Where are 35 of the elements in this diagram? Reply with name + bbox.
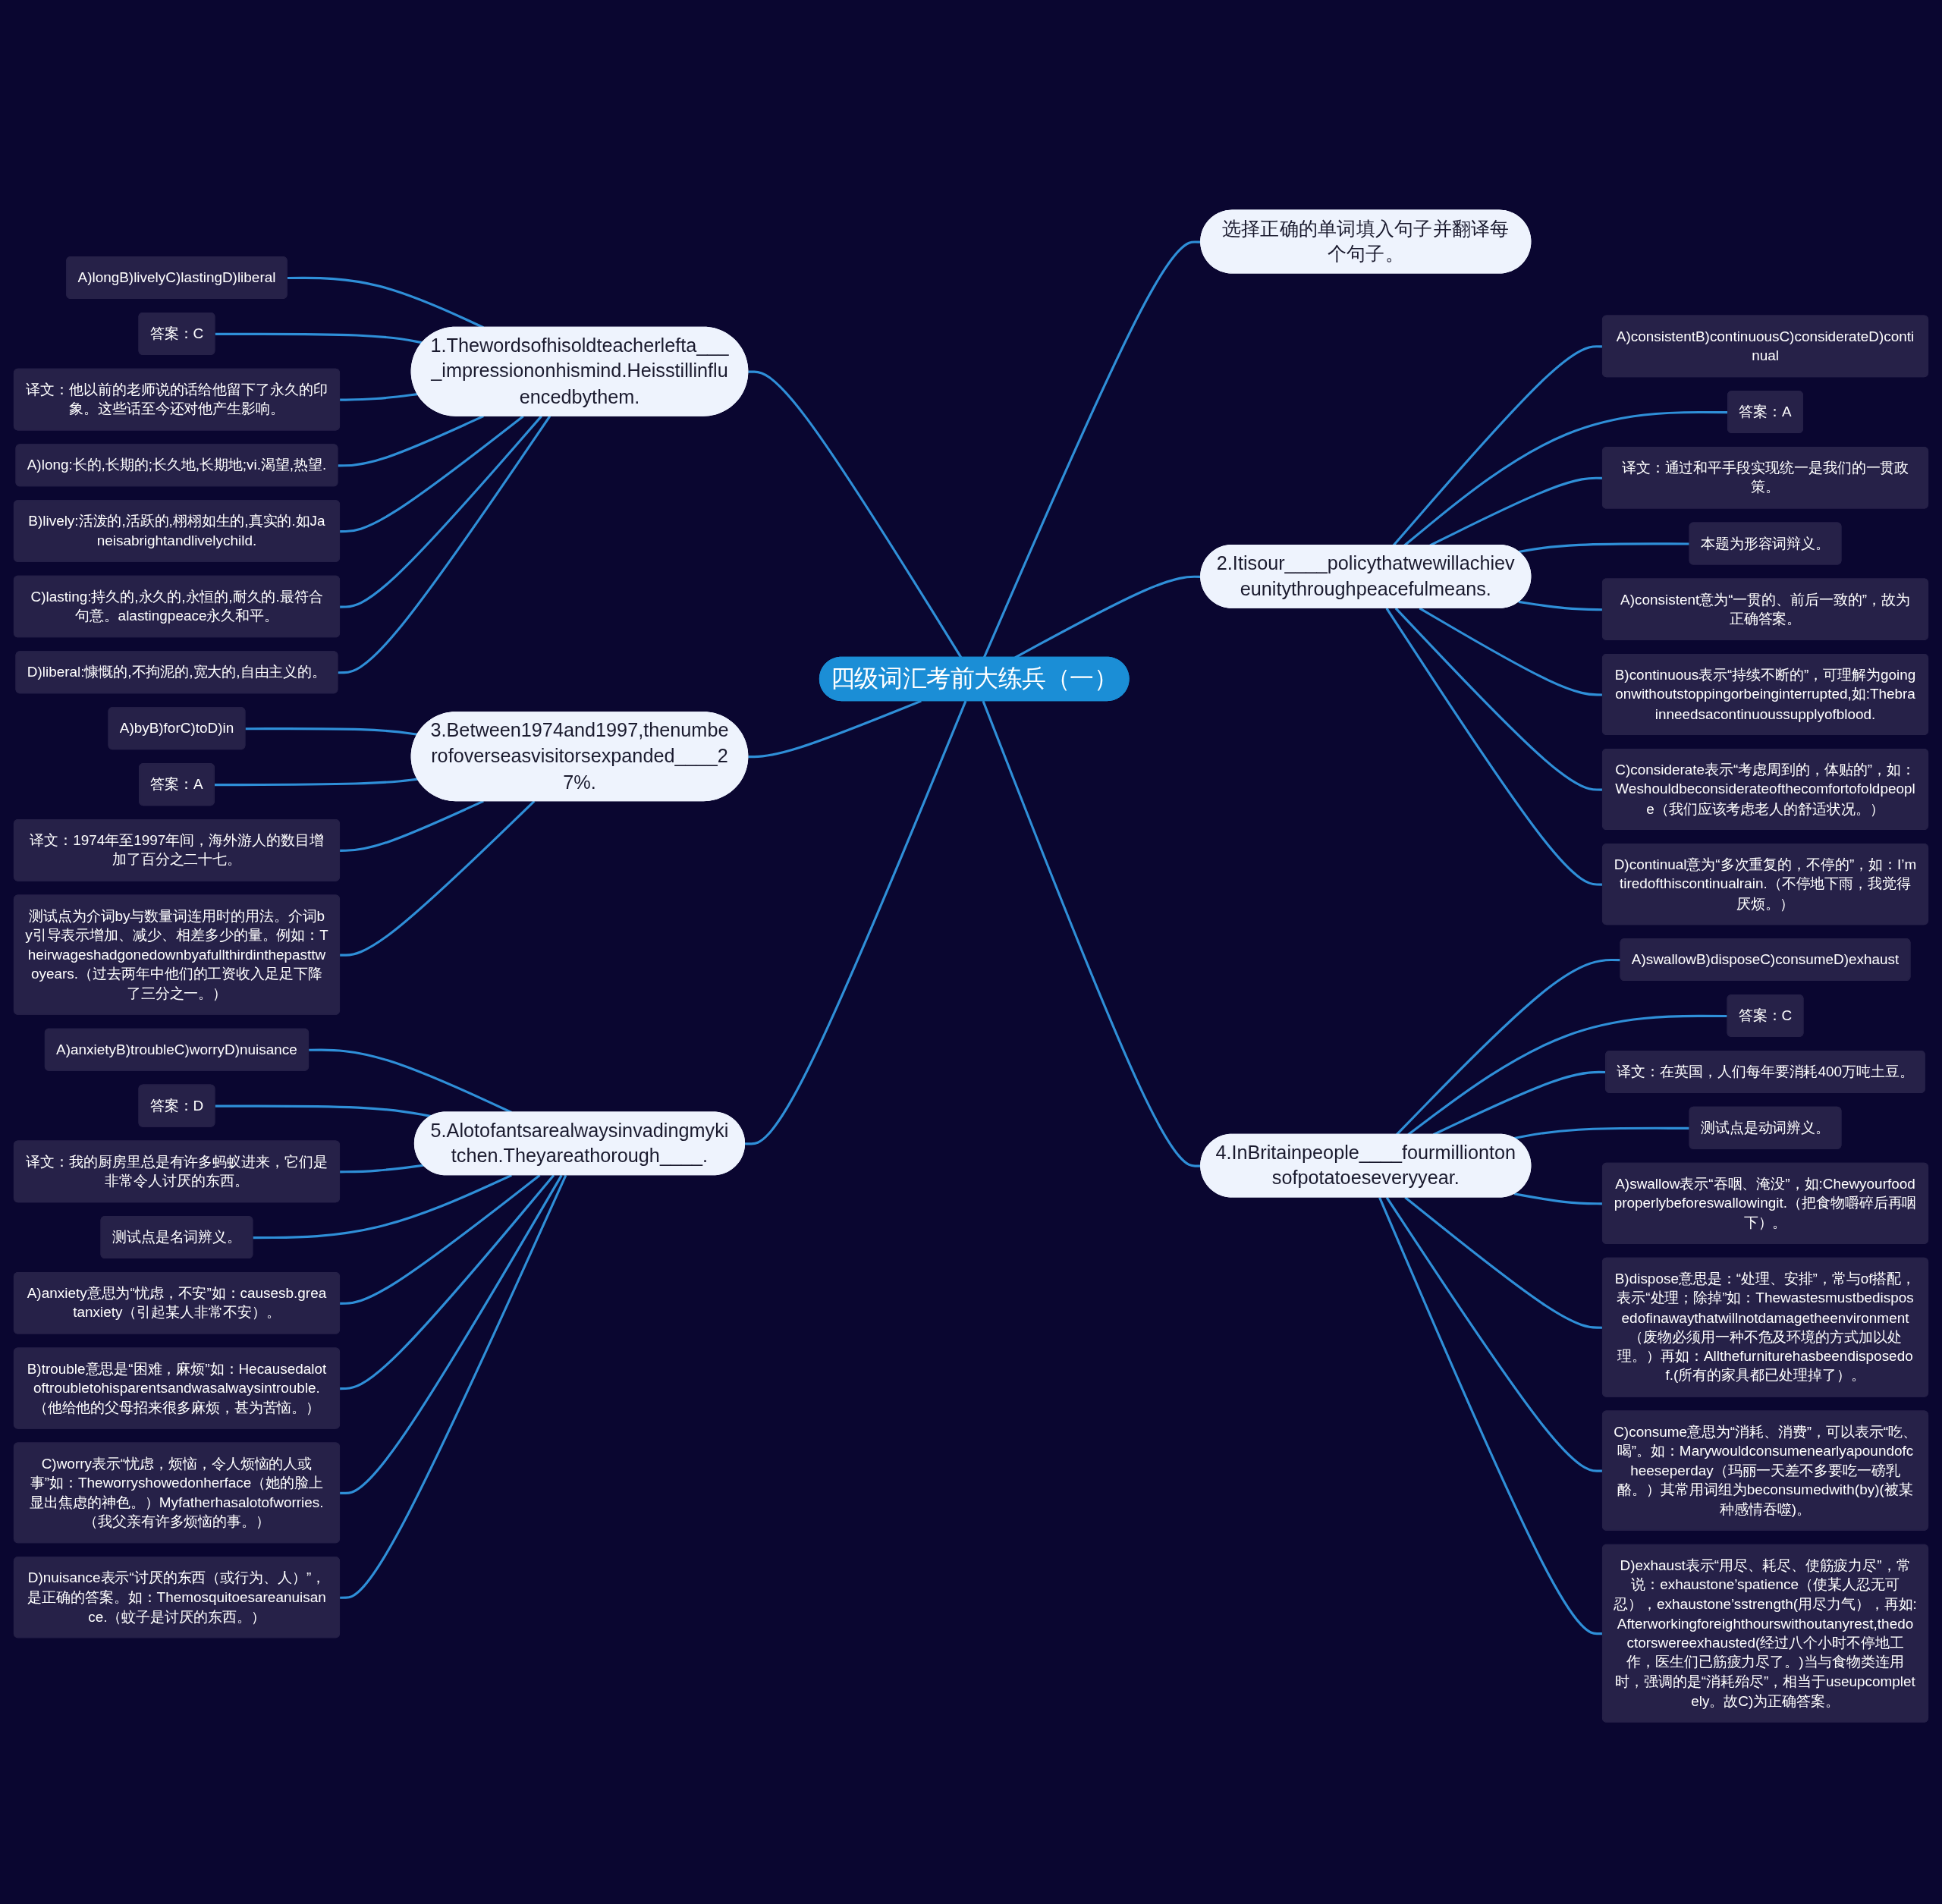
connector: [340, 1174, 541, 1305]
connector: [1385, 607, 1603, 886]
connector: [253, 1174, 512, 1239]
connector: [745, 700, 967, 1145]
connector: [1396, 958, 1621, 1136]
connector: [1518, 542, 1690, 553]
connector: [982, 240, 1202, 658]
connector: [340, 1174, 563, 1494]
connector: [340, 800, 536, 957]
connector: [340, 1174, 555, 1390]
connector: [1407, 1014, 1728, 1136]
connector: [340, 393, 418, 401]
connector: [1518, 600, 1603, 611]
connector: [340, 415, 542, 608]
connector: [340, 1164, 424, 1174]
connector: [214, 778, 418, 787]
connector: [340, 1174, 567, 1599]
connector: [215, 332, 423, 344]
connector: [982, 700, 1202, 1167]
connector: [215, 1104, 432, 1118]
connector: [1404, 1196, 1603, 1329]
connector: [245, 727, 418, 736]
connector: [340, 800, 484, 852]
connector: [748, 370, 963, 658]
connector: [338, 415, 484, 467]
connector: [1385, 1196, 1603, 1472]
connector: [1394, 607, 1603, 791]
connector: [1392, 345, 1603, 546]
connector: [1513, 1126, 1690, 1139]
connector: [1378, 1196, 1603, 1635]
connector: [748, 699, 922, 759]
connector: [340, 415, 524, 533]
connector: [338, 415, 551, 674]
connector: [1419, 607, 1603, 696]
connector: [1513, 1192, 1603, 1205]
